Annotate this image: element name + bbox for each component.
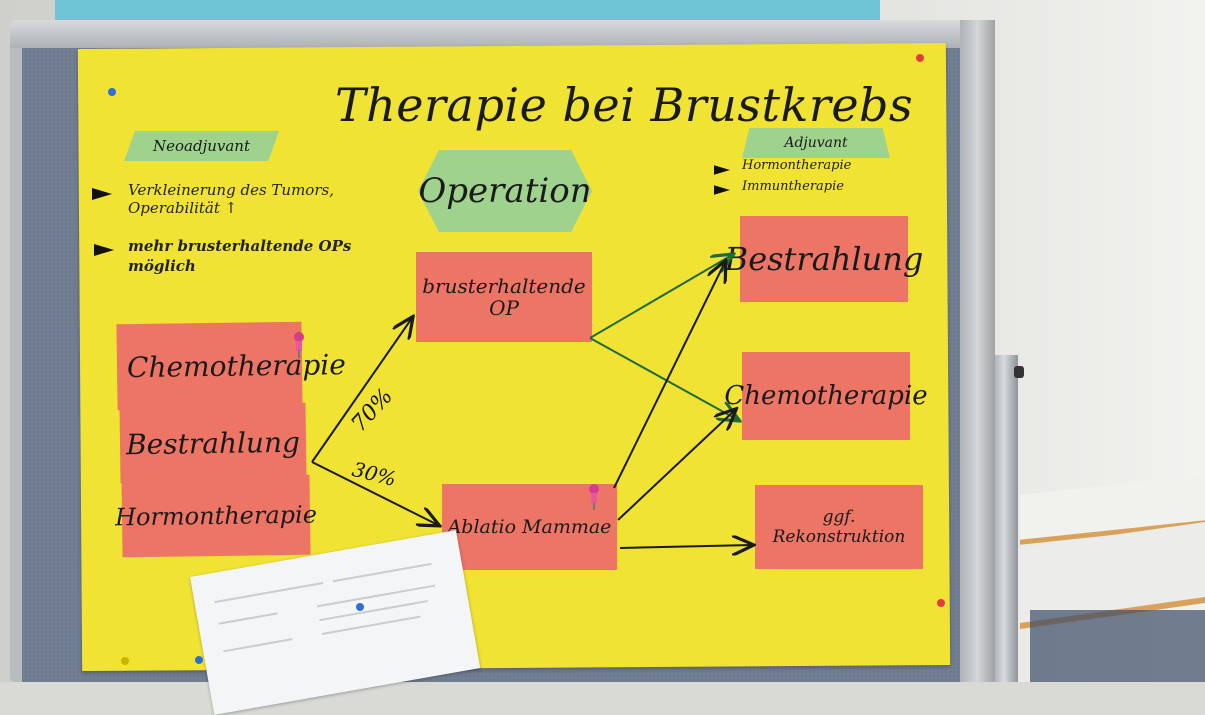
note-line: möglich <box>128 257 196 275</box>
card-rekonstruktion: ggf. Rekonstruktion <box>755 485 923 569</box>
bullet-arrow-icon <box>92 188 112 200</box>
pin-icon <box>916 54 924 62</box>
card-bestrahlung-right: Bestrahlung <box>725 216 923 302</box>
note-line: mehr brusterhaltende OPs <box>128 237 352 255</box>
blue-wall-strip <box>55 0 880 22</box>
pushpin-icon <box>294 332 304 358</box>
note-line: Hormontherapie <box>742 158 852 173</box>
card-brusterhaltende-op: brusterhaltende OP <box>416 252 592 342</box>
note-line: Verkleinerung des Tumors, <box>128 181 334 199</box>
pushpin-icon <box>589 484 599 510</box>
bullet-arrow-icon <box>714 185 730 195</box>
note-line: Immuntherapie <box>742 179 844 194</box>
card-ablatio-mammae: Ablatio Mammae <box>442 484 617 570</box>
note-line: Operabilität ↑ <box>128 199 238 217</box>
desk-legs <box>1030 610 1205 682</box>
pin-icon <box>121 657 129 665</box>
tag-operation: Operation <box>418 150 592 232</box>
tag-neoadjuvant: Neoadjuvant <box>124 131 279 161</box>
tag-adjuvant: Adjuvant <box>742 128 890 158</box>
pin-icon <box>937 599 945 607</box>
bullet-arrow-icon <box>94 244 114 256</box>
pin-icon <box>108 88 116 96</box>
card-bestrahlung-left: Bestrahlung <box>119 402 307 484</box>
card-chemotherapie-left: Chemotherapie <box>116 321 346 411</box>
card-hormontherapie-left: Hormontherapie <box>115 474 317 558</box>
pin-icon <box>195 656 203 664</box>
stand-knob <box>1014 366 1024 378</box>
card-chemotherapie-right: Chemotherapie <box>724 352 928 440</box>
pin-icon <box>356 603 364 611</box>
bullet-arrow-icon <box>714 165 730 175</box>
poster-title: Therapie bei Brustkrebs <box>335 78 914 132</box>
pinboard-frame-right <box>960 20 995 682</box>
